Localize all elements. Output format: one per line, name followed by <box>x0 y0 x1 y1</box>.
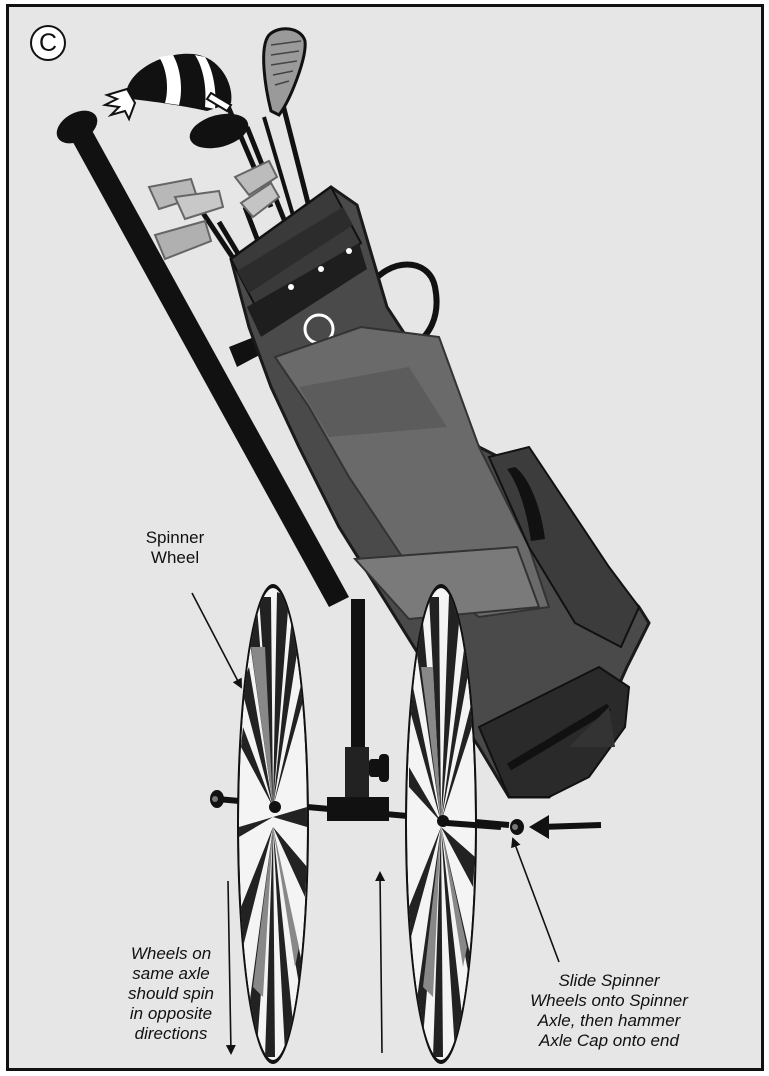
label-line: should spin <box>127 984 214 1003</box>
label-line: Axle Cap onto end <box>539 1031 679 1050</box>
cart-frame <box>56 110 389 821</box>
panel-letter-badge: C <box>30 25 66 61</box>
label-line: Wheels onto Spinner <box>530 991 688 1010</box>
annotation-arrows <box>191 592 602 1055</box>
label-line: in opposite <box>129 1004 213 1023</box>
spinner-wheel-right <box>405 584 477 1064</box>
label-line: Axle, then hammer <box>537 1011 681 1030</box>
golf-cart-illustration <box>56 27 651 1064</box>
slide-spinner-note: Slide Spinner Wheels onto Spinner Axle, … <box>521 971 697 1051</box>
label-line: directions <box>134 1024 208 1043</box>
label-line: Spinner <box>145 528 205 547</box>
label-line: Wheel <box>150 548 200 567</box>
wheels-spin-note: Wheels on same axle should spin in oppos… <box>107 944 235 1044</box>
label-line: Wheels on <box>130 944 212 963</box>
axle-cap <box>446 819 524 835</box>
illustration-frame: C Spinner Wheel Wheels on same axle shou… <box>6 4 764 1071</box>
golf-bag <box>229 185 651 799</box>
spinner-wheel-label: Spinner Wheel <box>127 528 223 568</box>
label-line: Slide Spinner <box>558 971 660 990</box>
label-line: same axle <box>132 964 210 983</box>
golf-clubs <box>101 27 312 274</box>
spinner-wheel-left <box>237 584 309 1064</box>
